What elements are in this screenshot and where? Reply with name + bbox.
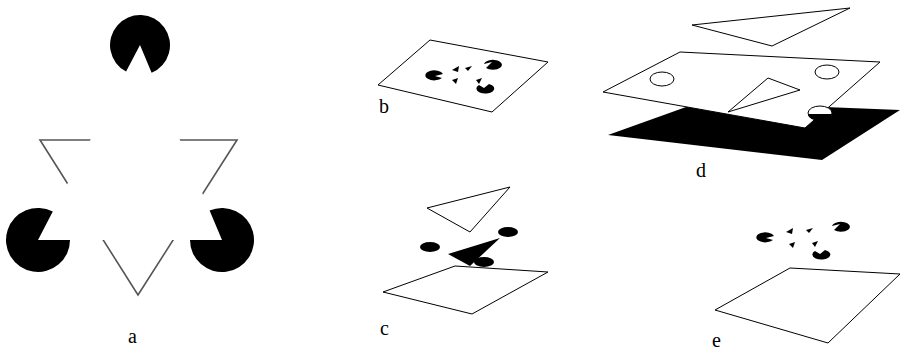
floating-triangle <box>427 187 510 232</box>
panel-letter: c <box>380 318 389 338</box>
hole-shadow <box>808 114 832 121</box>
pacman-disc <box>476 84 494 94</box>
single-plane <box>378 40 548 112</box>
plane <box>378 40 548 112</box>
floating-triangle <box>692 8 850 46</box>
wedge <box>786 228 793 234</box>
wedge <box>465 66 472 71</box>
plane <box>715 268 900 343</box>
panel-letter: a <box>128 326 137 346</box>
pacman-disc <box>832 222 850 232</box>
layered-occluding-triangle <box>383 187 548 314</box>
floating-fragments <box>715 222 900 343</box>
illusory-triangle <box>38 45 222 240</box>
disc <box>498 227 518 237</box>
hole <box>815 65 839 79</box>
pacman-disc <box>812 250 830 260</box>
panel-letter: e <box>712 330 721 350</box>
wedge <box>806 228 813 233</box>
hole <box>650 72 674 86</box>
panel-letter: b <box>379 96 389 116</box>
wedge <box>789 242 795 248</box>
pacman-disc <box>6 208 70 272</box>
plane-with-holes <box>603 52 880 128</box>
wedge <box>476 78 482 84</box>
wedge <box>812 241 818 247</box>
layered-holes <box>603 8 900 160</box>
pacman-disc <box>756 232 774 242</box>
pacman-disc <box>425 70 443 80</box>
wedge <box>452 78 458 84</box>
disc <box>420 242 440 252</box>
wedge <box>452 66 459 72</box>
plane <box>383 266 548 314</box>
triangle-hole <box>728 78 800 112</box>
kanizsa-figure <box>6 15 254 295</box>
pacman-disc <box>484 60 502 70</box>
black-triangle <box>448 238 500 266</box>
hole <box>808 106 832 120</box>
pacman-disc <box>190 208 254 272</box>
pacman-disc <box>110 15 170 73</box>
panel-letter: d <box>696 160 706 180</box>
